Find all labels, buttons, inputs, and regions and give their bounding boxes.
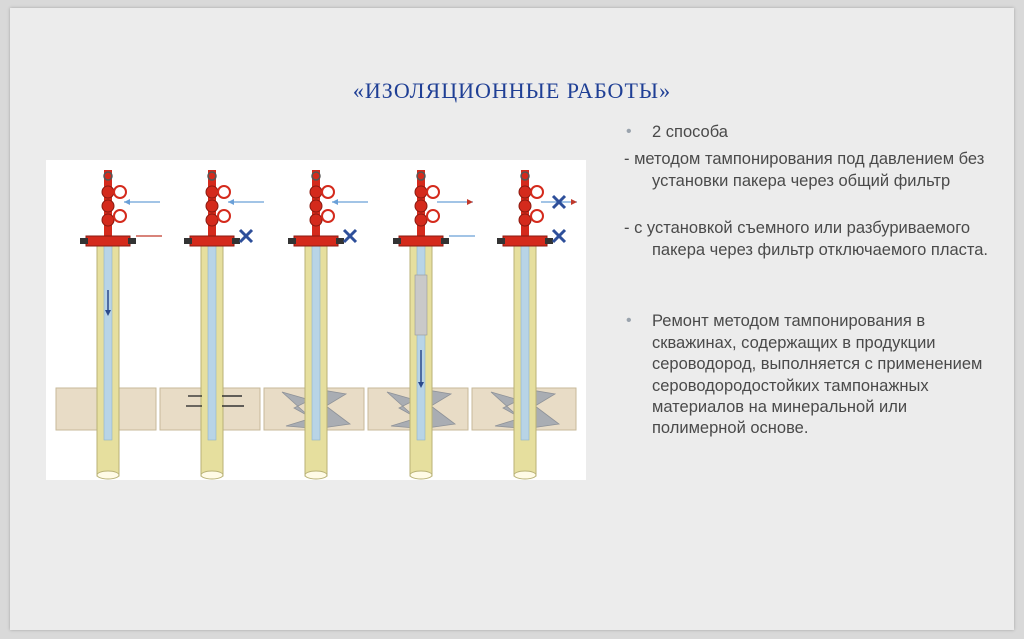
wellhead-valve-icon xyxy=(217,209,231,223)
slide: «ИЗОЛЯЦИОННЫЕ РАБОТЫ» • 2 способа - мето… xyxy=(10,8,1014,630)
closed-valve-x-icon xyxy=(342,228,358,244)
wellhead-valve-icon xyxy=(497,238,505,244)
flow-arrow-icon xyxy=(418,382,424,388)
flow-arrow-icon xyxy=(571,199,577,205)
wellhead-valve-icon xyxy=(336,238,344,244)
slide-title: «ИЗОЛЯЦИОННЫЕ РАБОТЫ» xyxy=(352,78,672,103)
wellhead-valve-icon xyxy=(101,199,115,213)
well-bottom xyxy=(513,470,537,480)
list-item-methods: • 2 способа xyxy=(626,123,728,141)
wellhead-valve-icon xyxy=(393,238,401,244)
list-item-method-2: - с установкой съемного или разбуриваемо… xyxy=(624,219,989,259)
bullet-icon: • xyxy=(626,312,632,330)
content-text: • 2 способа - методом тампонирования под… xyxy=(624,122,1004,440)
wellhead-valve-icon xyxy=(426,209,440,223)
closed-valve-x-icon xyxy=(238,228,254,244)
closed-valve-x-icon xyxy=(551,194,567,210)
wellhead-valve-icon xyxy=(288,238,296,244)
wellhead-valve-icon xyxy=(85,235,131,247)
wellhead-valve-icon xyxy=(309,199,323,213)
wellhead-valve-icon xyxy=(205,185,219,199)
wellhead-valve-icon xyxy=(217,185,231,199)
list-item-method-1: - методом тампонирования под давлением б… xyxy=(624,150,985,190)
wellhead-valve-icon xyxy=(205,199,219,213)
wellhead-valve-icon xyxy=(530,209,544,223)
well-tubing xyxy=(520,239,530,441)
wellhead-valve-icon xyxy=(205,213,219,227)
well-bottom xyxy=(409,470,433,480)
bullet-icon: • xyxy=(626,123,632,140)
wellhead-valve-icon xyxy=(398,235,444,247)
closed-valve-x-icon xyxy=(551,228,567,244)
wellhead-valve-icon xyxy=(207,171,217,181)
well-bottom xyxy=(304,470,328,480)
well-tubing xyxy=(207,239,217,441)
wellhead-valve-icon xyxy=(321,209,335,223)
wellhead-valve-icon xyxy=(414,185,428,199)
wellhead-valve-icon xyxy=(311,171,321,181)
wellhead-valve-icon xyxy=(416,171,426,181)
well-diagram-figure xyxy=(46,160,586,480)
wellhead-valve-icon xyxy=(441,238,449,244)
well-tubing xyxy=(311,239,321,441)
wellhead-valve-icon xyxy=(113,185,127,199)
flow-arrow-icon xyxy=(228,199,234,205)
wells-illustration xyxy=(55,170,577,480)
wellhead-valve-icon xyxy=(426,185,440,199)
wellhead-valve-icon xyxy=(518,213,532,227)
wellhead-valve-icon xyxy=(103,171,113,181)
wellhead-valve-icon xyxy=(518,185,532,199)
wellhead-valve-icon xyxy=(184,238,192,244)
packer-element xyxy=(414,274,428,336)
wellhead-valve-icon xyxy=(520,171,530,181)
wellhead-valve-icon xyxy=(414,199,428,213)
well-tubing xyxy=(103,239,113,441)
wellhead-valve-icon xyxy=(321,185,335,199)
flow-arrow-icon xyxy=(105,310,111,316)
wellhead-valve-icon xyxy=(80,238,88,244)
wellhead-valve-icon xyxy=(309,185,323,199)
flow-arrow-icon xyxy=(124,199,130,205)
wellhead-valve-icon xyxy=(309,213,323,227)
flow-arrow-icon xyxy=(467,199,473,205)
wellhead-valve-icon xyxy=(101,213,115,227)
wellhead-valve-icon xyxy=(113,209,127,223)
wellhead-valve-icon xyxy=(518,199,532,213)
wellhead-valve-icon xyxy=(189,235,235,247)
well-tubing xyxy=(416,239,426,441)
list-item-repair: • Ремонт методом тампонирования в скважи… xyxy=(626,312,983,438)
wellhead-valve-icon xyxy=(545,238,553,244)
wellhead-valve-icon xyxy=(414,213,428,227)
wellhead-valve-icon xyxy=(530,185,544,199)
wellhead-valve-icon xyxy=(101,185,115,199)
flow-arrow-icon xyxy=(332,199,338,205)
well-bottom xyxy=(200,470,224,480)
well-bottom xyxy=(96,470,120,480)
wellhead-valve-icon xyxy=(293,235,339,247)
wellhead-valve-icon xyxy=(502,235,548,247)
wellhead-valve-icon xyxy=(232,238,240,244)
wellhead-valve-icon xyxy=(128,238,136,244)
